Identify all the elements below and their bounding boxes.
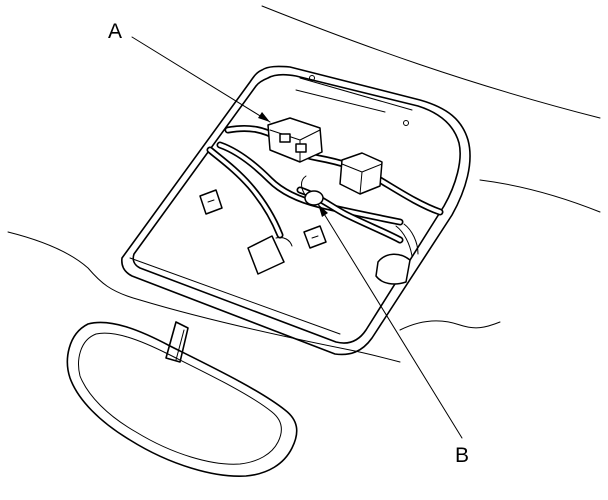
right-connector (375, 223, 419, 285)
callout-label-a: A (108, 20, 122, 43)
connector-second (339, 152, 383, 195)
rear-view-mirror (66, 321, 298, 477)
leader-b-arrowhead (318, 204, 328, 217)
connector-a (267, 117, 323, 163)
leader-a-arrowhead (258, 112, 270, 122)
windshield-edge-lines (7, 5, 601, 363)
clip-b (301, 175, 324, 206)
callout-label-b: B (455, 444, 469, 467)
wire-harness (206, 124, 444, 244)
leader-lines (131, 36, 463, 439)
mounting-tabs (199, 189, 327, 249)
hanging-connector (247, 235, 293, 275)
console-opening (121, 65, 471, 356)
